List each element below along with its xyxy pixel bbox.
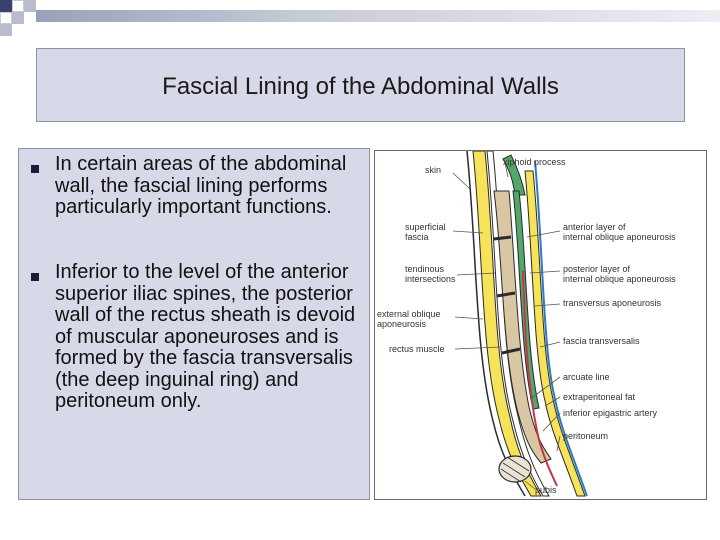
bullet-text-2: Inferior to the level of the anterior su…: [55, 261, 356, 412]
label-pubis: pubis: [535, 485, 557, 495]
label-transversus: transversus aponeurosis: [563, 298, 662, 308]
content-box: In certain areas of the abdominal wall, …: [18, 148, 370, 500]
label-superficial-fascia-1: superficial: [405, 222, 446, 232]
header-gradient-bar: [36, 10, 720, 22]
label-peritoneum: peritoneum: [563, 431, 609, 441]
label-tendinous-1: tendinous: [405, 264, 445, 274]
bullet-text-1: In certain areas of the abdominal wall, …: [55, 153, 347, 218]
abdominal-wall-figure: skin xiphoid process superficial fascia …: [374, 150, 707, 500]
bullet-square-icon: [31, 273, 39, 281]
label-arcuate-line: arcuate line: [563, 372, 610, 382]
label-epigastric-artery: inferior epigastric artery: [563, 408, 658, 418]
label-posterior-layer-2: internal oblique aponeurosis: [563, 274, 676, 284]
label-skin: skin: [425, 165, 442, 175]
label-anterior-layer-2: internal oblique aponeurosis: [563, 232, 676, 242]
label-fascia-transversalis: fascia transversalis: [563, 336, 640, 346]
label-tendinous-2: intersections: [405, 274, 456, 284]
label-posterior-layer-1: posterior layer of: [563, 264, 631, 274]
abdominal-wall-diagram: [452, 150, 588, 497]
corner-checker-decoration: [0, 0, 60, 48]
label-extraperitoneal-fat: extraperitoneal fat: [563, 392, 636, 402]
label-anterior-layer-1: anterior layer of: [563, 222, 626, 232]
slide-title: Fascial Lining of the Abdominal Walls: [162, 73, 559, 100]
bullet-square-icon: [31, 165, 39, 173]
label-rectus-muscle: rectus muscle: [389, 344, 445, 354]
label-external-oblique-2: aponeurosis: [377, 319, 427, 329]
label-external-oblique-1: external oblique: [377, 309, 441, 319]
title-box: Fascial Lining of the Abdominal Walls: [36, 48, 685, 122]
label-superficial-fascia-2: fascia: [405, 232, 429, 242]
label-xiphoid: xiphoid process: [503, 157, 566, 167]
